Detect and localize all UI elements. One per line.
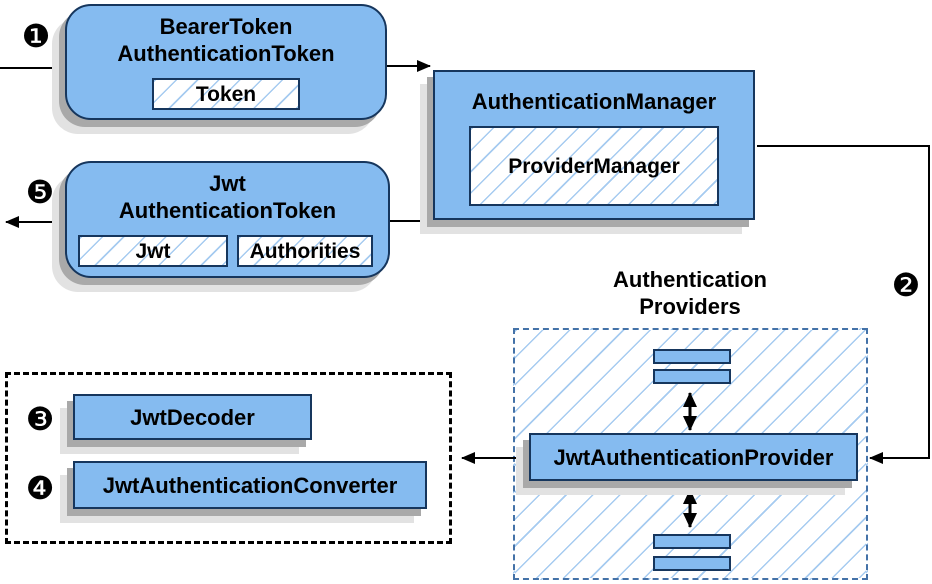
jwt-token-title-line1: Jwt <box>209 171 246 196</box>
authentication-manager-node: AuthenticationManager ProviderManager <box>433 70 755 220</box>
jwt-authentication-provider-node: JwtAuthenticationProvider <box>529 433 858 481</box>
step-5-badge: ❺ <box>25 173 55 211</box>
bearer-token-authentication-token-node: BearerToken AuthenticationToken Token <box>65 4 387 120</box>
token-field: Token <box>152 78 300 110</box>
jwt-token-title: Jwt AuthenticationToken <box>67 163 388 224</box>
step-3-badge: ❸ <box>25 400 55 438</box>
bearer-token-title-line1: BearerToken <box>159 14 293 39</box>
step-1-badge: ❶ <box>21 17 51 55</box>
step-2-badge: ❷ <box>891 266 921 304</box>
provider-stack-bar-4 <box>653 556 731 571</box>
authorities-field: Authorities <box>237 235 373 267</box>
jwt-token-title-line2: AuthenticationToken <box>118 198 337 223</box>
authentication-providers-label-line2: Providers <box>639 294 741 319</box>
bearer-token-title-line2: AuthenticationToken <box>117 41 335 66</box>
provider-stack-bar-3 <box>653 534 731 549</box>
jwt-decoder-node: JwtDecoder <box>73 394 312 440</box>
authentication-providers-label-line1: Authentication <box>613 267 767 292</box>
authentication-manager-title: AuthenticationManager <box>471 89 717 114</box>
provider-stack-bar-2 <box>653 369 731 384</box>
provider-stack-bar-1 <box>653 349 731 364</box>
authentication-providers-label: Authentication Providers <box>560 266 820 320</box>
jwt-field: Jwt <box>78 235 228 267</box>
step-4-badge: ❹ <box>25 469 55 507</box>
provider-manager-field: ProviderManager <box>469 126 719 206</box>
bearer-token-title: BearerToken AuthenticationToken <box>67 6 385 67</box>
jwt-authentication-token-node: Jwt AuthenticationToken Jwt Authorities <box>65 161 390 278</box>
jwt-authentication-converter-node: JwtAuthenticationConverter <box>73 461 427 509</box>
